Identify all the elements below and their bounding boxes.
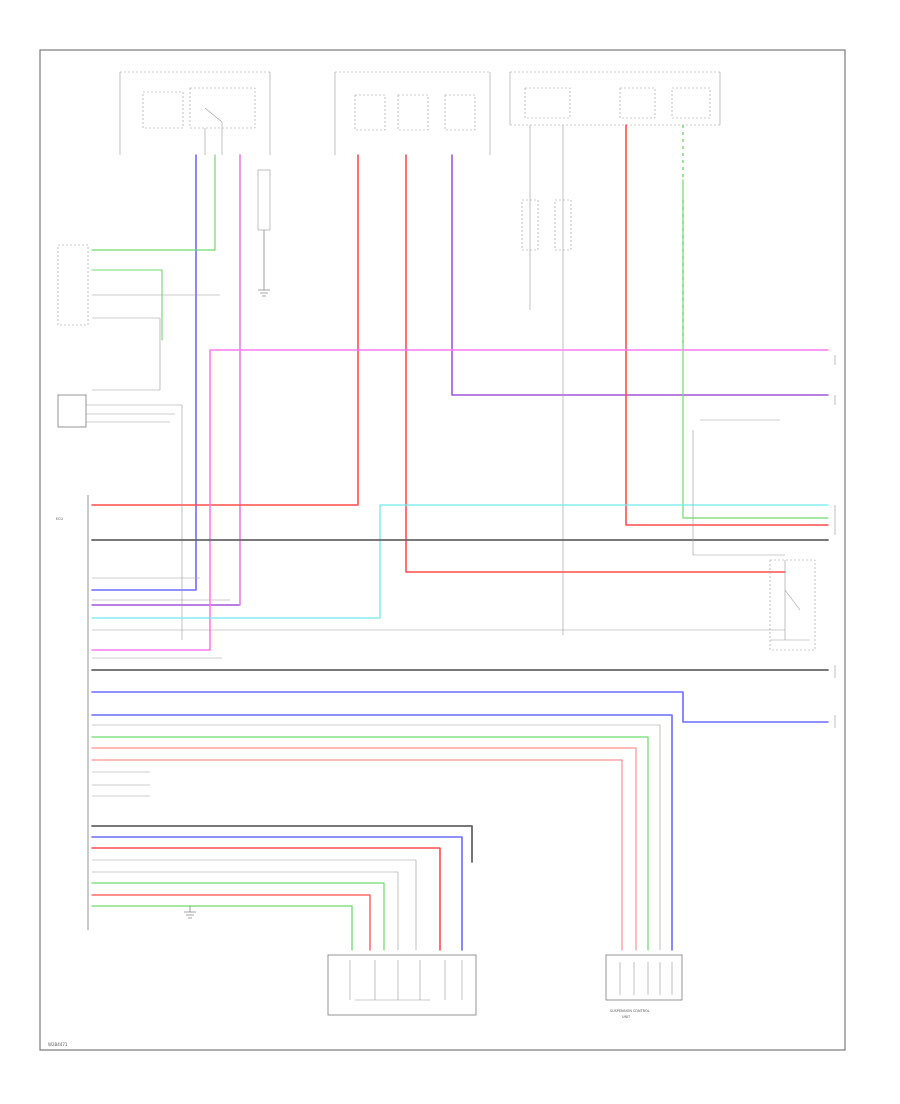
horizontal-bus-wires <box>91 349 829 951</box>
left-sensors <box>57 244 220 640</box>
ecu-label: ECU <box>56 517 64 521</box>
module-label-2: UNIT <box>622 1015 631 1019</box>
page-code: W2B4471 <box>48 1042 68 1047</box>
top-power-block <box>119 71 721 155</box>
right-switch <box>769 559 816 651</box>
lower-bundle-wires <box>91 825 473 951</box>
mid-sensor-blocks <box>257 125 572 635</box>
bottom-right-component: SUSPENSION CONTROL UNIT <box>605 954 683 1019</box>
module-label-1: SUSPENSION CONTROL <box>610 1009 650 1013</box>
top-vertical-wires <box>91 124 829 606</box>
ecu-block: ECU <box>56 495 89 930</box>
page-frame <box>39 49 846 1051</box>
bottom-left-component <box>327 954 477 1016</box>
